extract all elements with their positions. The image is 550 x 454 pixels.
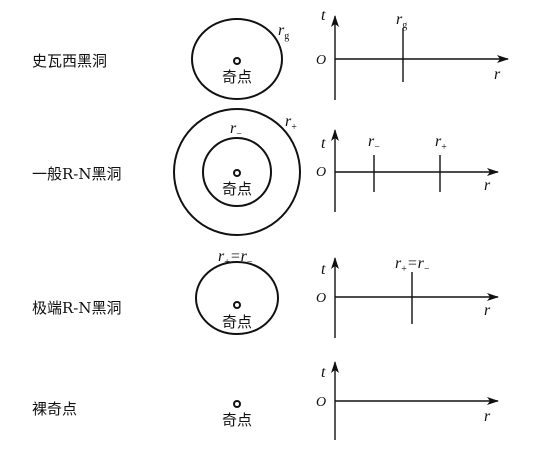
inner-horizon-circle [202, 137, 272, 207]
singularity-label: 奇点 [222, 180, 252, 198]
singularity-label: 奇点 [222, 313, 252, 331]
degenerate-horizon-circle [195, 261, 279, 335]
r-axis-label: r [484, 302, 491, 319]
spacetime-axis: t O r r− r+ [316, 129, 499, 212]
row-label-extreme-rn: 极端R-N黑洞 [32, 299, 122, 317]
r-axis-label: r [484, 408, 491, 425]
singularity-dot [233, 400, 241, 408]
origin-label: O [316, 291, 326, 306]
row-label-naked-singularity: 裸奇点 [32, 400, 77, 418]
circle-label-rg: rg [278, 22, 289, 42]
r-axis-label: r [484, 177, 491, 194]
row-label-general-rn: 一般R-N黑洞 [32, 165, 122, 183]
r-axis-label: r [494, 66, 501, 83]
row-general-rn: 一般R-N黑洞 奇点 r− r+ t O r r− r+ [32, 108, 499, 236]
row-extreme-rn: 极端R-N黑洞 奇点 r+=r− t O r r+=r− [32, 248, 499, 338]
circle-label-rminus: r− [230, 120, 242, 140]
tick-label-rplus: r+ [435, 133, 447, 153]
row-schwarzschild: 史瓦西黑洞 奇点 rg t O r rg [32, 7, 509, 100]
row-naked-singularity: 裸奇点 奇点 t O r [32, 361, 499, 440]
tick-label-rplus-eq-rminus: r+=r− [395, 255, 430, 275]
tick-label-rminus: r− [368, 133, 380, 153]
tick-label-rg: rg [396, 11, 407, 31]
singularity-dot [233, 301, 241, 309]
row-label-schwarzschild: 史瓦西黑洞 [32, 52, 107, 70]
t-axis-label: t [321, 7, 326, 24]
origin-label: O [316, 53, 326, 68]
event-horizon-circle [191, 18, 283, 100]
origin-label: O [316, 165, 326, 180]
spacetime-axis: t O r [316, 361, 499, 440]
origin-label: O [316, 395, 326, 410]
t-axis-label: t [321, 364, 326, 381]
t-axis-label: t [321, 135, 326, 152]
circle-label-rplus: r+ [285, 113, 297, 133]
singularity-dot [233, 169, 241, 177]
spacetime-axis: t O r rg [316, 7, 509, 100]
singularity-dot [233, 57, 241, 65]
outer-horizon-circle [173, 108, 301, 236]
spacetime-axis: t O r r+=r− [316, 255, 499, 338]
singularity-label: 奇点 [222, 411, 252, 429]
circle-label-rplus-eq-rminus: r+=r− [218, 248, 253, 268]
t-axis-label: t [321, 261, 326, 278]
singularity-label: 奇点 [222, 68, 252, 86]
